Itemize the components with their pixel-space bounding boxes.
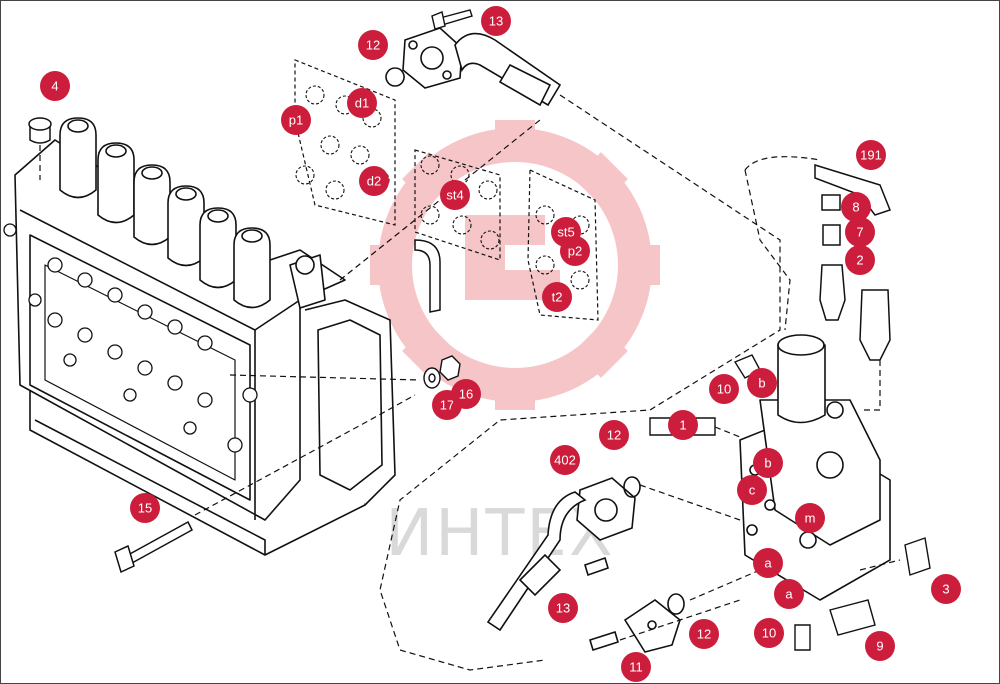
svg-text:191: 191 xyxy=(860,148,882,163)
callout-12-mid: 12 xyxy=(599,420,629,450)
callout-b-mid: b xyxy=(753,448,783,478)
callout-12-bottom: 12 xyxy=(689,619,719,649)
callout-2: 2 xyxy=(845,245,875,275)
callout-10-bottom: 10 xyxy=(754,618,784,648)
svg-text:13: 13 xyxy=(556,601,570,616)
leader-lines xyxy=(39,94,901,671)
callout-13-top: 13 xyxy=(481,6,511,36)
callout-d1: d1 xyxy=(347,88,377,118)
callout-16: 16 xyxy=(451,379,481,409)
svg-text:17: 17 xyxy=(440,398,454,413)
callout-9: 9 xyxy=(865,631,895,661)
svg-text:12: 12 xyxy=(366,38,380,53)
callout-1: 1 xyxy=(668,410,698,440)
callout-15: 15 xyxy=(130,493,160,523)
svg-text:7: 7 xyxy=(856,225,863,240)
callout-d2: d2 xyxy=(359,166,389,196)
svg-text:a: a xyxy=(785,587,793,602)
hose-bottom xyxy=(486,476,685,653)
gasket-plates xyxy=(294,59,599,321)
svg-text:3: 3 xyxy=(942,582,949,597)
svg-text:c: c xyxy=(749,483,756,498)
callout-c: c xyxy=(737,475,767,505)
svg-text:10: 10 xyxy=(762,626,776,641)
callout-13-bottom: 13 xyxy=(548,593,578,623)
svg-text:st4: st4 xyxy=(446,188,463,203)
svg-text:a: a xyxy=(764,556,772,571)
svg-text:9: 9 xyxy=(876,639,883,654)
bolt-15 xyxy=(114,520,193,574)
callout-a-upper: a xyxy=(753,548,783,578)
callout-7: 7 xyxy=(845,217,875,247)
valve-bank xyxy=(3,117,396,556)
svg-text:10: 10 xyxy=(717,382,731,397)
bolt-13-top xyxy=(431,9,473,30)
watermark-logo xyxy=(370,120,660,410)
callout-3: 3 xyxy=(931,574,961,604)
svg-text:d2: d2 xyxy=(367,174,381,189)
svg-text:16: 16 xyxy=(459,387,473,402)
svg-text:13: 13 xyxy=(489,14,503,29)
tube-center xyxy=(414,239,441,313)
plug-4 xyxy=(28,117,52,144)
callout-t2: t2 xyxy=(542,282,572,312)
callout-191: 191 xyxy=(856,140,886,170)
nut-16-washer-17 xyxy=(423,355,461,389)
svg-text:b: b xyxy=(764,456,771,471)
svg-text:15: 15 xyxy=(138,501,152,516)
callout-4: 4 xyxy=(40,71,70,101)
watermark-text: ИНТЕХ xyxy=(385,497,614,571)
callout-b-top: b xyxy=(747,368,777,398)
svg-text:2: 2 xyxy=(856,253,863,268)
svg-text:p2: p2 xyxy=(568,244,582,259)
svg-text:p1: p1 xyxy=(289,113,303,128)
svg-text:m: m xyxy=(805,511,816,526)
svg-text:12: 12 xyxy=(697,627,711,642)
callout-st4: st4 xyxy=(440,180,470,210)
svg-text:d1: d1 xyxy=(355,96,369,111)
svg-text:12: 12 xyxy=(607,428,621,443)
svg-text:st5: st5 xyxy=(557,225,574,240)
callouts: 4 13 12 d1 p1 d2 st4 st5 p2 t2 191 8 7 2… xyxy=(40,6,961,682)
svg-text:8: 8 xyxy=(852,200,859,215)
callout-10-top: 10 xyxy=(709,374,739,404)
svg-text:b: b xyxy=(758,376,765,391)
svg-text:4: 4 xyxy=(51,79,58,94)
callout-11: 11 xyxy=(621,652,651,682)
hose-top xyxy=(385,27,562,107)
svg-text:1: 1 xyxy=(679,418,686,433)
solenoid-row xyxy=(59,117,271,309)
callout-12-top: 12 xyxy=(358,30,388,60)
callout-p1: p1 xyxy=(281,105,311,135)
callout-m: m xyxy=(795,503,825,533)
callout-p2: p2 xyxy=(560,236,590,266)
svg-text:402: 402 xyxy=(554,453,576,468)
svg-text:t2: t2 xyxy=(552,290,563,305)
callout-8: 8 xyxy=(841,192,871,222)
cartridges xyxy=(814,163,891,361)
callout-a-lower: a xyxy=(774,579,804,609)
svg-text:11: 11 xyxy=(629,660,643,675)
callout-402: 402 xyxy=(550,445,580,475)
